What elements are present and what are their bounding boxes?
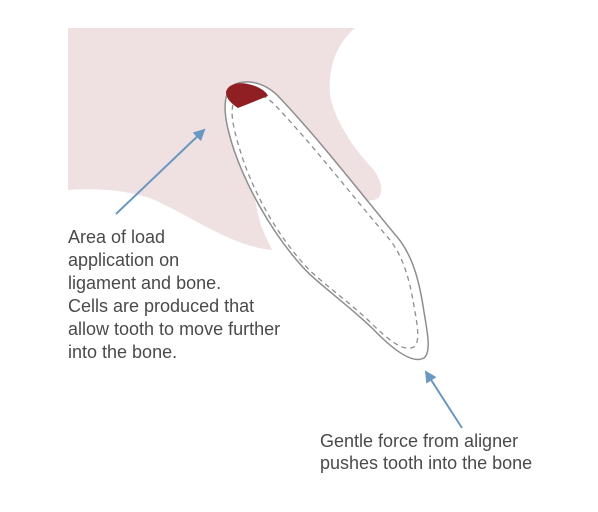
aligner-force-arrow bbox=[424, 370, 463, 429]
caption-line: Gentle force from aligner bbox=[320, 431, 519, 451]
load-area-caption: Area of load application on ligament and… bbox=[68, 226, 280, 364]
tooth-dashed-outline bbox=[231, 92, 419, 349]
caption-line: allow tooth to move further bbox=[68, 319, 281, 339]
tooth-outline bbox=[224, 81, 429, 361]
caption-line: Area of load bbox=[68, 227, 166, 247]
bone-region bbox=[68, 28, 382, 250]
caption-line: application on bbox=[68, 250, 180, 270]
caption-line: Cells are produced that bbox=[68, 296, 255, 316]
caption-line: into the bone. bbox=[68, 342, 178, 362]
load-area-cap bbox=[226, 83, 268, 108]
load-area-arrow bbox=[115, 128, 206, 215]
caption-line: ligament and bone. bbox=[68, 273, 222, 293]
caption-line: pushes tooth into the bone bbox=[320, 453, 533, 473]
aligner-force-caption: Gentle force from aligner pushes tooth i… bbox=[320, 430, 532, 474]
